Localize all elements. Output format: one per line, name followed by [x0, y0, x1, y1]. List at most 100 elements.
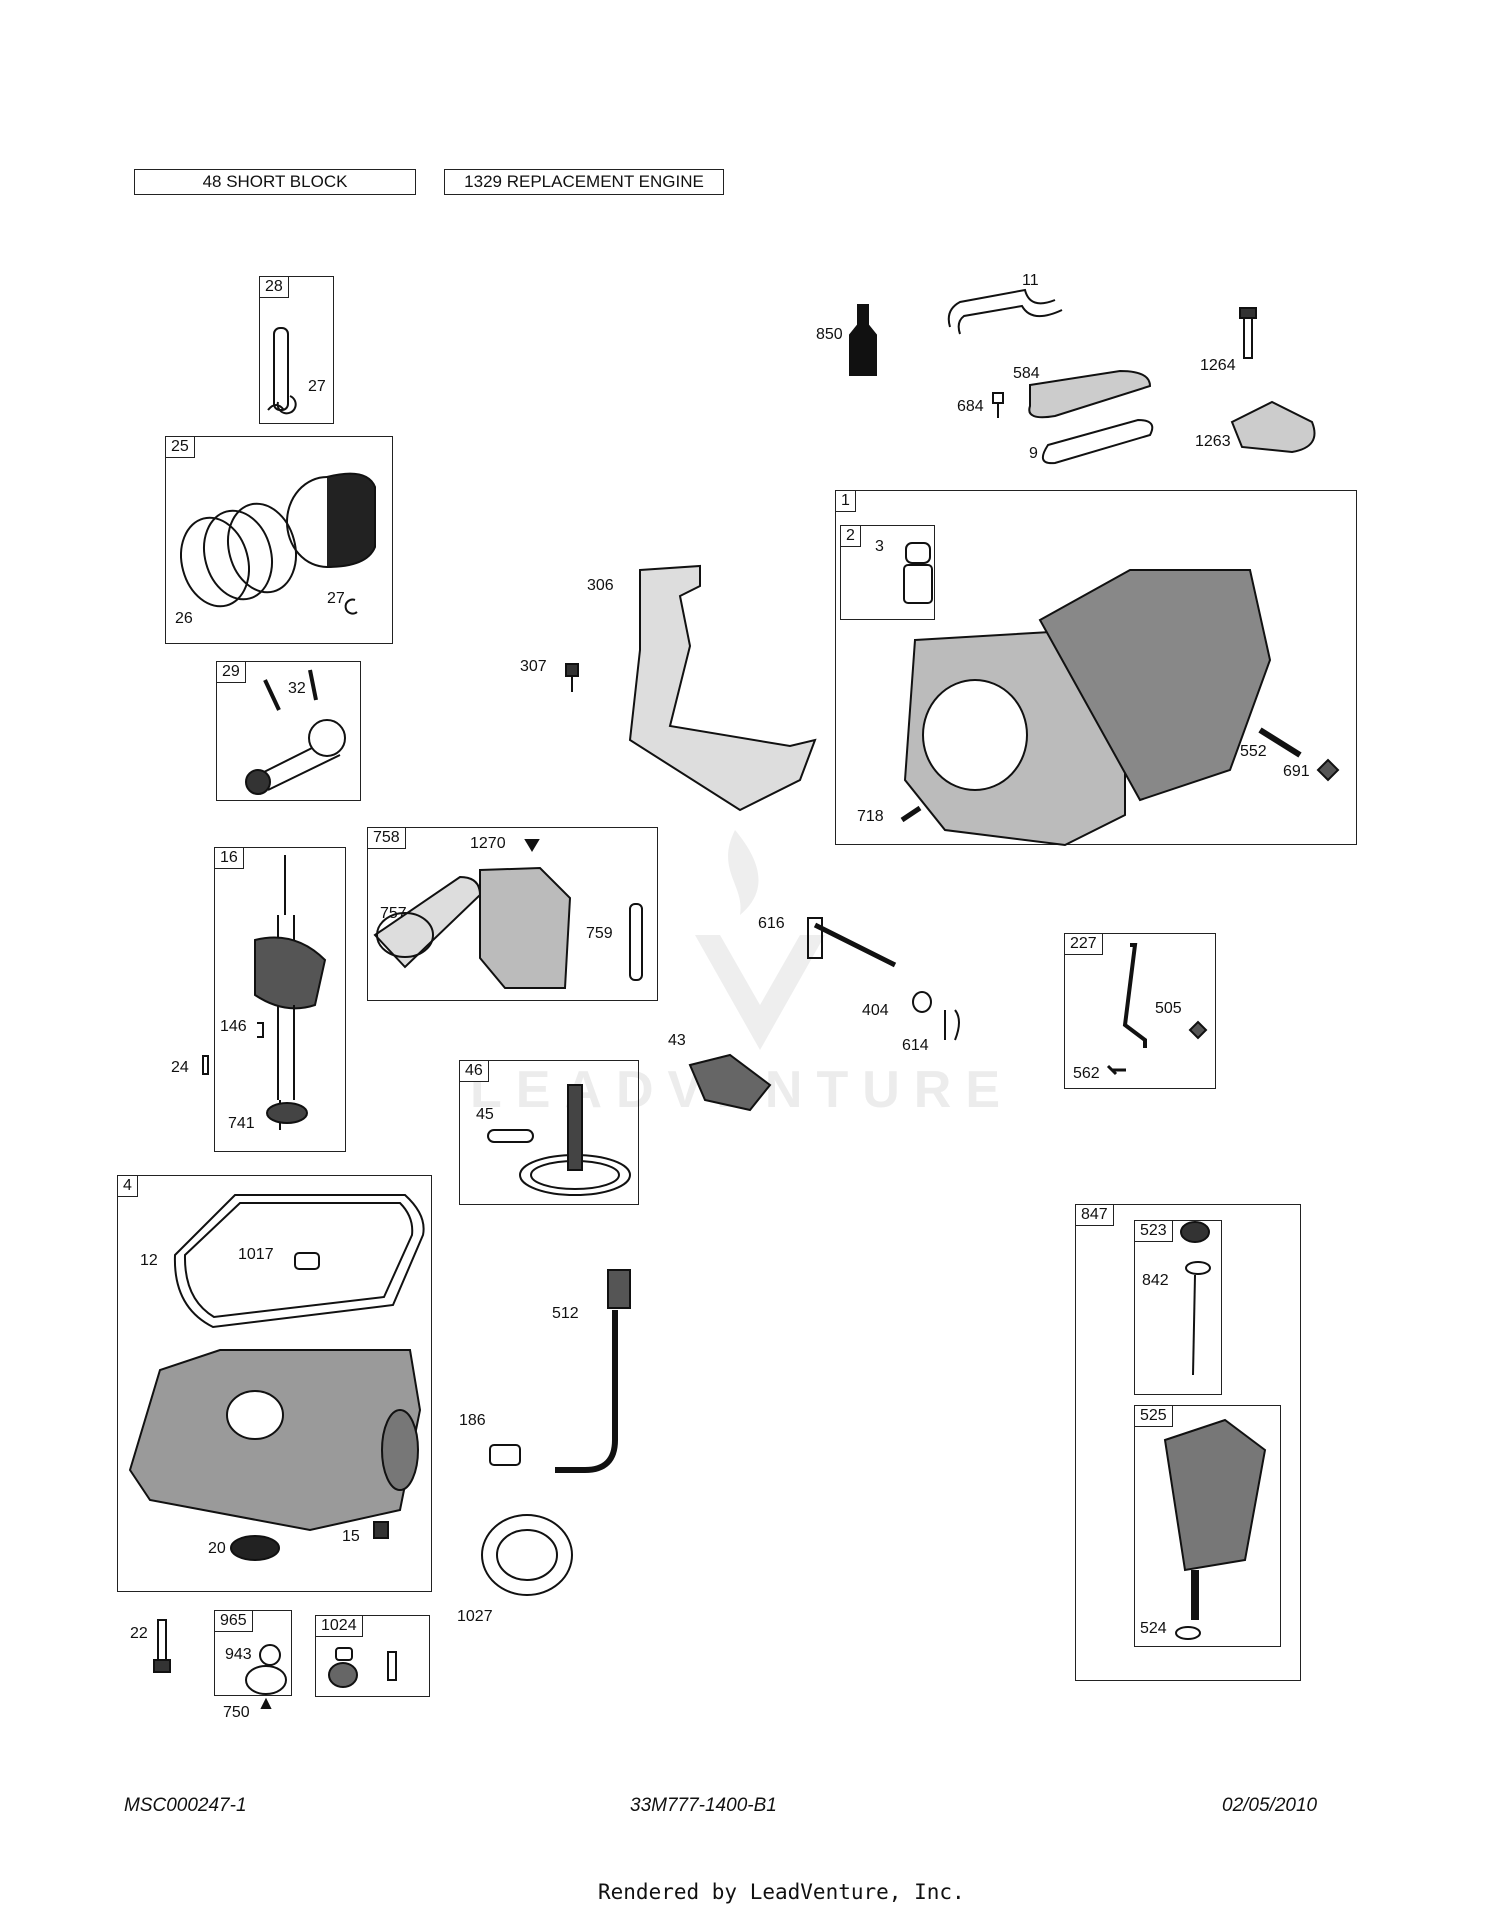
callout-15[interactable]: 15 [342, 1528, 360, 1545]
group-number: 847 [1076, 1205, 1114, 1226]
callout-850[interactable]: 850 [816, 326, 843, 343]
piston-icon[interactable] [286, 472, 376, 615]
callout-741[interactable]: 741 [228, 1115, 255, 1132]
bracket-plate-icon[interactable] [1230, 307, 1316, 454]
cylinder-block-icon[interactable] [900, 542, 1340, 847]
group-number: 523 [1135, 1221, 1173, 1242]
group-28[interactable]: 28 [259, 276, 334, 424]
callout-306[interactable]: 306 [587, 577, 614, 594]
group-758[interactable]: 758 [367, 827, 658, 1001]
piston-rings-icon[interactable] [171, 496, 305, 614]
callout-757[interactable]: 757 [380, 905, 407, 922]
oil-filter-icon[interactable] [481, 1514, 573, 1596]
governor-bracket-icon[interactable] [688, 1053, 772, 1112]
callout-20[interactable]: 20 [208, 1540, 226, 1557]
callout-524[interactable]: 524 [1140, 1620, 1167, 1637]
gasket-icon[interactable] [173, 1194, 425, 1329]
callout-684[interactable]: 684 [957, 398, 984, 415]
callout-12[interactable]: 12 [140, 1252, 158, 1269]
breather-valve-icon[interactable] [245, 1644, 287, 1709]
callout-691[interactable]: 691 [1283, 763, 1310, 780]
oil-pump-icon[interactable] [328, 1647, 397, 1688]
callout-718[interactable]: 718 [857, 808, 884, 825]
group-525[interactable]: 525 [1134, 1405, 1281, 1647]
callout-24[interactable]: 24 [171, 1059, 189, 1076]
group-2[interactable]: 2 [840, 525, 935, 620]
callout-943[interactable]: 943 [225, 1646, 252, 1663]
group-number: 758 [368, 828, 406, 849]
callout-1027[interactable]: 1027 [457, 1608, 493, 1625]
group-16[interactable]: 16 [214, 847, 346, 1152]
group-number: 1024 [316, 1616, 363, 1637]
group-227[interactable]: 227 [1064, 933, 1216, 1089]
dipstick-tube-icon[interactable] [1163, 1418, 1267, 1640]
dipstick-icon[interactable] [1180, 1221, 1211, 1376]
group-29[interactable]: 29 [216, 661, 361, 801]
crankcase-sump-icon[interactable] [128, 1349, 422, 1561]
callout-614[interactable]: 614 [902, 1037, 929, 1054]
group-number: 16 [215, 848, 244, 869]
group-1024[interactable]: 1024 [315, 1615, 430, 1697]
group-847[interactable]: 847 [1075, 1204, 1301, 1681]
breather-cover-icon[interactable] [992, 369, 1154, 465]
callout-1270[interactable]: 1270 [470, 835, 506, 852]
callout-512[interactable]: 512 [552, 1305, 579, 1322]
footer-diagram-code: MSC000247-1 [124, 1795, 247, 1816]
callout-505[interactable]: 505 [1155, 1000, 1182, 1017]
callout-9[interactable]: 9 [1029, 445, 1038, 462]
callout-307[interactable]: 307 [520, 658, 547, 675]
group-25[interactable]: 25 [165, 436, 393, 644]
callout-3[interactable]: 3 [875, 538, 884, 555]
group-number: 4 [118, 1176, 138, 1197]
callout-11[interactable]: 11 [1022, 272, 1039, 289]
short-block-label: 48 SHORT BLOCK [134, 169, 416, 195]
callout-45[interactable]: 45 [476, 1106, 494, 1123]
governor-shaft-icon[interactable] [807, 917, 960, 1041]
cam-gear-icon[interactable] [487, 1084, 631, 1196]
oil-drain-tube-icon[interactable] [489, 1269, 631, 1473]
piston-pin-icon[interactable] [267, 327, 297, 415]
callout-1264[interactable]: 1264 [1200, 357, 1236, 374]
breather-tube-icon[interactable] [947, 288, 1063, 335]
group-965[interactable]: 965 [214, 1610, 292, 1696]
air-guide-icon[interactable] [565, 564, 817, 812]
group-number: 46 [460, 1061, 489, 1082]
group-46[interactable]: 46 [459, 1060, 639, 1205]
sealant-tube-icon[interactable] [849, 304, 877, 376]
group-number: 2 [841, 526, 861, 547]
callout-584[interactable]: 584 [1013, 365, 1040, 382]
callout-404[interactable]: 404 [862, 1002, 889, 1019]
group-number: 965 [215, 1611, 253, 1632]
callout-43[interactable]: 43 [668, 1032, 686, 1049]
group-number: 29 [217, 662, 246, 683]
callout-842[interactable]: 842 [1142, 1272, 1169, 1289]
rendered-by-text: Rendered by LeadVenture, Inc. [598, 1880, 965, 1904]
callout-1263[interactable]: 1263 [1195, 433, 1231, 450]
callout-759[interactable]: 759 [586, 925, 613, 942]
callout-186[interactable]: 186 [459, 1412, 486, 1429]
bolt-icon[interactable] [153, 1619, 171, 1673]
group-4[interactable]: 4 [117, 1175, 432, 1592]
balancer-icon[interactable] [373, 839, 643, 989]
callout-22[interactable]: 22 [130, 1625, 148, 1642]
footer-date: 02/05/2010 [1222, 1795, 1318, 1816]
callout-146[interactable]: 146 [220, 1018, 247, 1035]
callout-26[interactable]: 26 [175, 610, 193, 627]
callout-616[interactable]: 616 [758, 915, 785, 932]
callout-27[interactable]: 27 [308, 378, 326, 395]
callout-562[interactable]: 562 [1073, 1065, 1100, 1082]
callout-32[interactable]: 32 [288, 680, 306, 697]
group-number: 25 [166, 437, 195, 458]
connecting-rod-icon[interactable] [245, 669, 346, 795]
governor-lever-icon[interactable] [1106, 943, 1208, 1076]
crankshaft-icon[interactable] [202, 855, 327, 1130]
callout-750[interactable]: 750 [223, 1704, 250, 1721]
callout-27b[interactable]: 27 [327, 590, 345, 607]
group-523[interactable]: 523 [1134, 1220, 1222, 1395]
footer-model-number: 33M777-1400-B1 [630, 1795, 777, 1816]
callout-1017[interactable]: 1017 [238, 1246, 274, 1263]
callout-552[interactable]: 552 [1240, 743, 1267, 760]
group-1[interactable]: 1 [835, 490, 1357, 845]
